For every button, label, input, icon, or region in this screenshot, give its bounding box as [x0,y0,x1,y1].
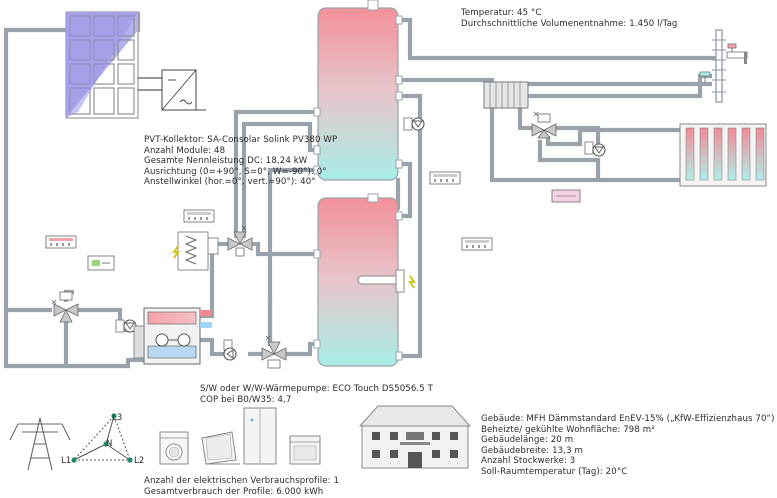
controller-icon-2 [183,209,215,223]
building-floors: Anzahl Stockwerke: 3 [481,456,576,467]
dhw-riser-marks [712,39,726,93]
laptop-icon [201,431,240,465]
heat-pump-info: S/W oder W/W-Wärmepumpe: ECO Touch DS505… [200,384,433,405]
stove-icon [289,435,321,465]
pvt-rated-power: Gesamte Nennleistung DC: 18,24 kW [144,156,308,167]
circulation-pump-dhw [403,117,425,131]
radiator-icon [679,123,767,187]
circulation-pump-heating [584,141,606,157]
mixing-valve-lower [261,335,287,369]
circulation-pump-storage [223,339,237,361]
heat-pump [133,307,212,365]
phase-l1-label: L1 [61,456,71,466]
dhw-riser-pipe [715,29,723,103]
pvt-collector [65,11,139,119]
circulation-pump-collector [115,319,137,333]
pvt-orientation: Ausrichtung (0=+90°, S=0°, W=-90°): 0° [144,166,327,177]
energy-meter-icon [87,255,115,271]
hot-water-volume: Durchschnittliche Volumenentnahme: 1.450… [461,18,678,29]
building-type: Gebäude: MFH Dämmstandard EnEV-15% („KfW… [481,414,775,424]
pvt-module-count: Anzahl Module: 48 [144,145,226,156]
three-phase-network-icon [71,413,133,463]
phase-l2-label: L2 [134,456,144,466]
hot-water-temperature: Temperatur: 45 °C [461,8,542,18]
heat-pump-cop: COP bei B0/W35: 4,7 [200,394,292,405]
room-thermostat-icon [551,189,581,203]
tank-connectors [313,15,403,361]
hot-water-info: Temperatur: 45 °C Durchschnittliche Volu… [461,8,678,29]
mixing-valve-heating [531,111,557,139]
controller-icon-1 [45,235,77,249]
power-pylon-icon [9,417,71,471]
pvt-info: PVT-Kollektor: SA-Consolar Solink PV380 … [144,135,337,188]
building-width: Gebäudebreite: 13,3 m [481,445,583,456]
grid-phase-labels: L3 L1 L2 N [61,413,144,466]
controller-icon-3 [429,171,461,185]
inverter-icon [138,69,206,111]
phase-l3-label: L3 [112,413,122,423]
building-area: Beheizte/ gekühlte Wohnfläche: 798 m² [481,424,655,435]
hot-water-tap-icon [726,43,748,64]
building-length: Gebäudelänge: 20 m [481,435,574,446]
mixing-valve-middle [227,225,253,257]
building-info: Gebäude: MFH Dämmstandard EnEV-15% („KfW… [481,414,775,478]
buffer-tank-upper [317,0,399,181]
mixing-valve-collector [51,291,79,323]
heat-pump-model: S/W oder W/W-Wärmepumpe: ECO Touch DS505… [200,384,433,394]
building-room-temperature: Soll-Raumtemperatur (Tag): 20°C [481,466,628,477]
building-icon [358,405,472,469]
refrigerator-icon [243,407,277,465]
controller-icon-4 [461,237,493,251]
buffer-tank-lower [317,193,416,367]
electric-heater-icon [172,231,219,271]
pvt-tilt: Anstellwinkel (hor.=0°, vert.=90°): 40° [144,177,316,188]
neutral-label: N [106,439,112,449]
consumption-info: Anzahl der elektrischen Verbrauchsprofil… [144,476,339,497]
washing-machine-icon [159,431,189,465]
cold-water-tap-icon [699,71,711,82]
consumption-profile-count: Anzahl der elektrischen Verbrauchsprofil… [144,476,340,486]
consumption-total: Gesamtverbrauch der Profile: 6.000 kWh [144,486,324,497]
dhw-heat-exchanger [483,81,529,109]
pvt-collector-type: PVT-Kollektor: SA-Consolar Solink PV380 … [144,135,338,145]
